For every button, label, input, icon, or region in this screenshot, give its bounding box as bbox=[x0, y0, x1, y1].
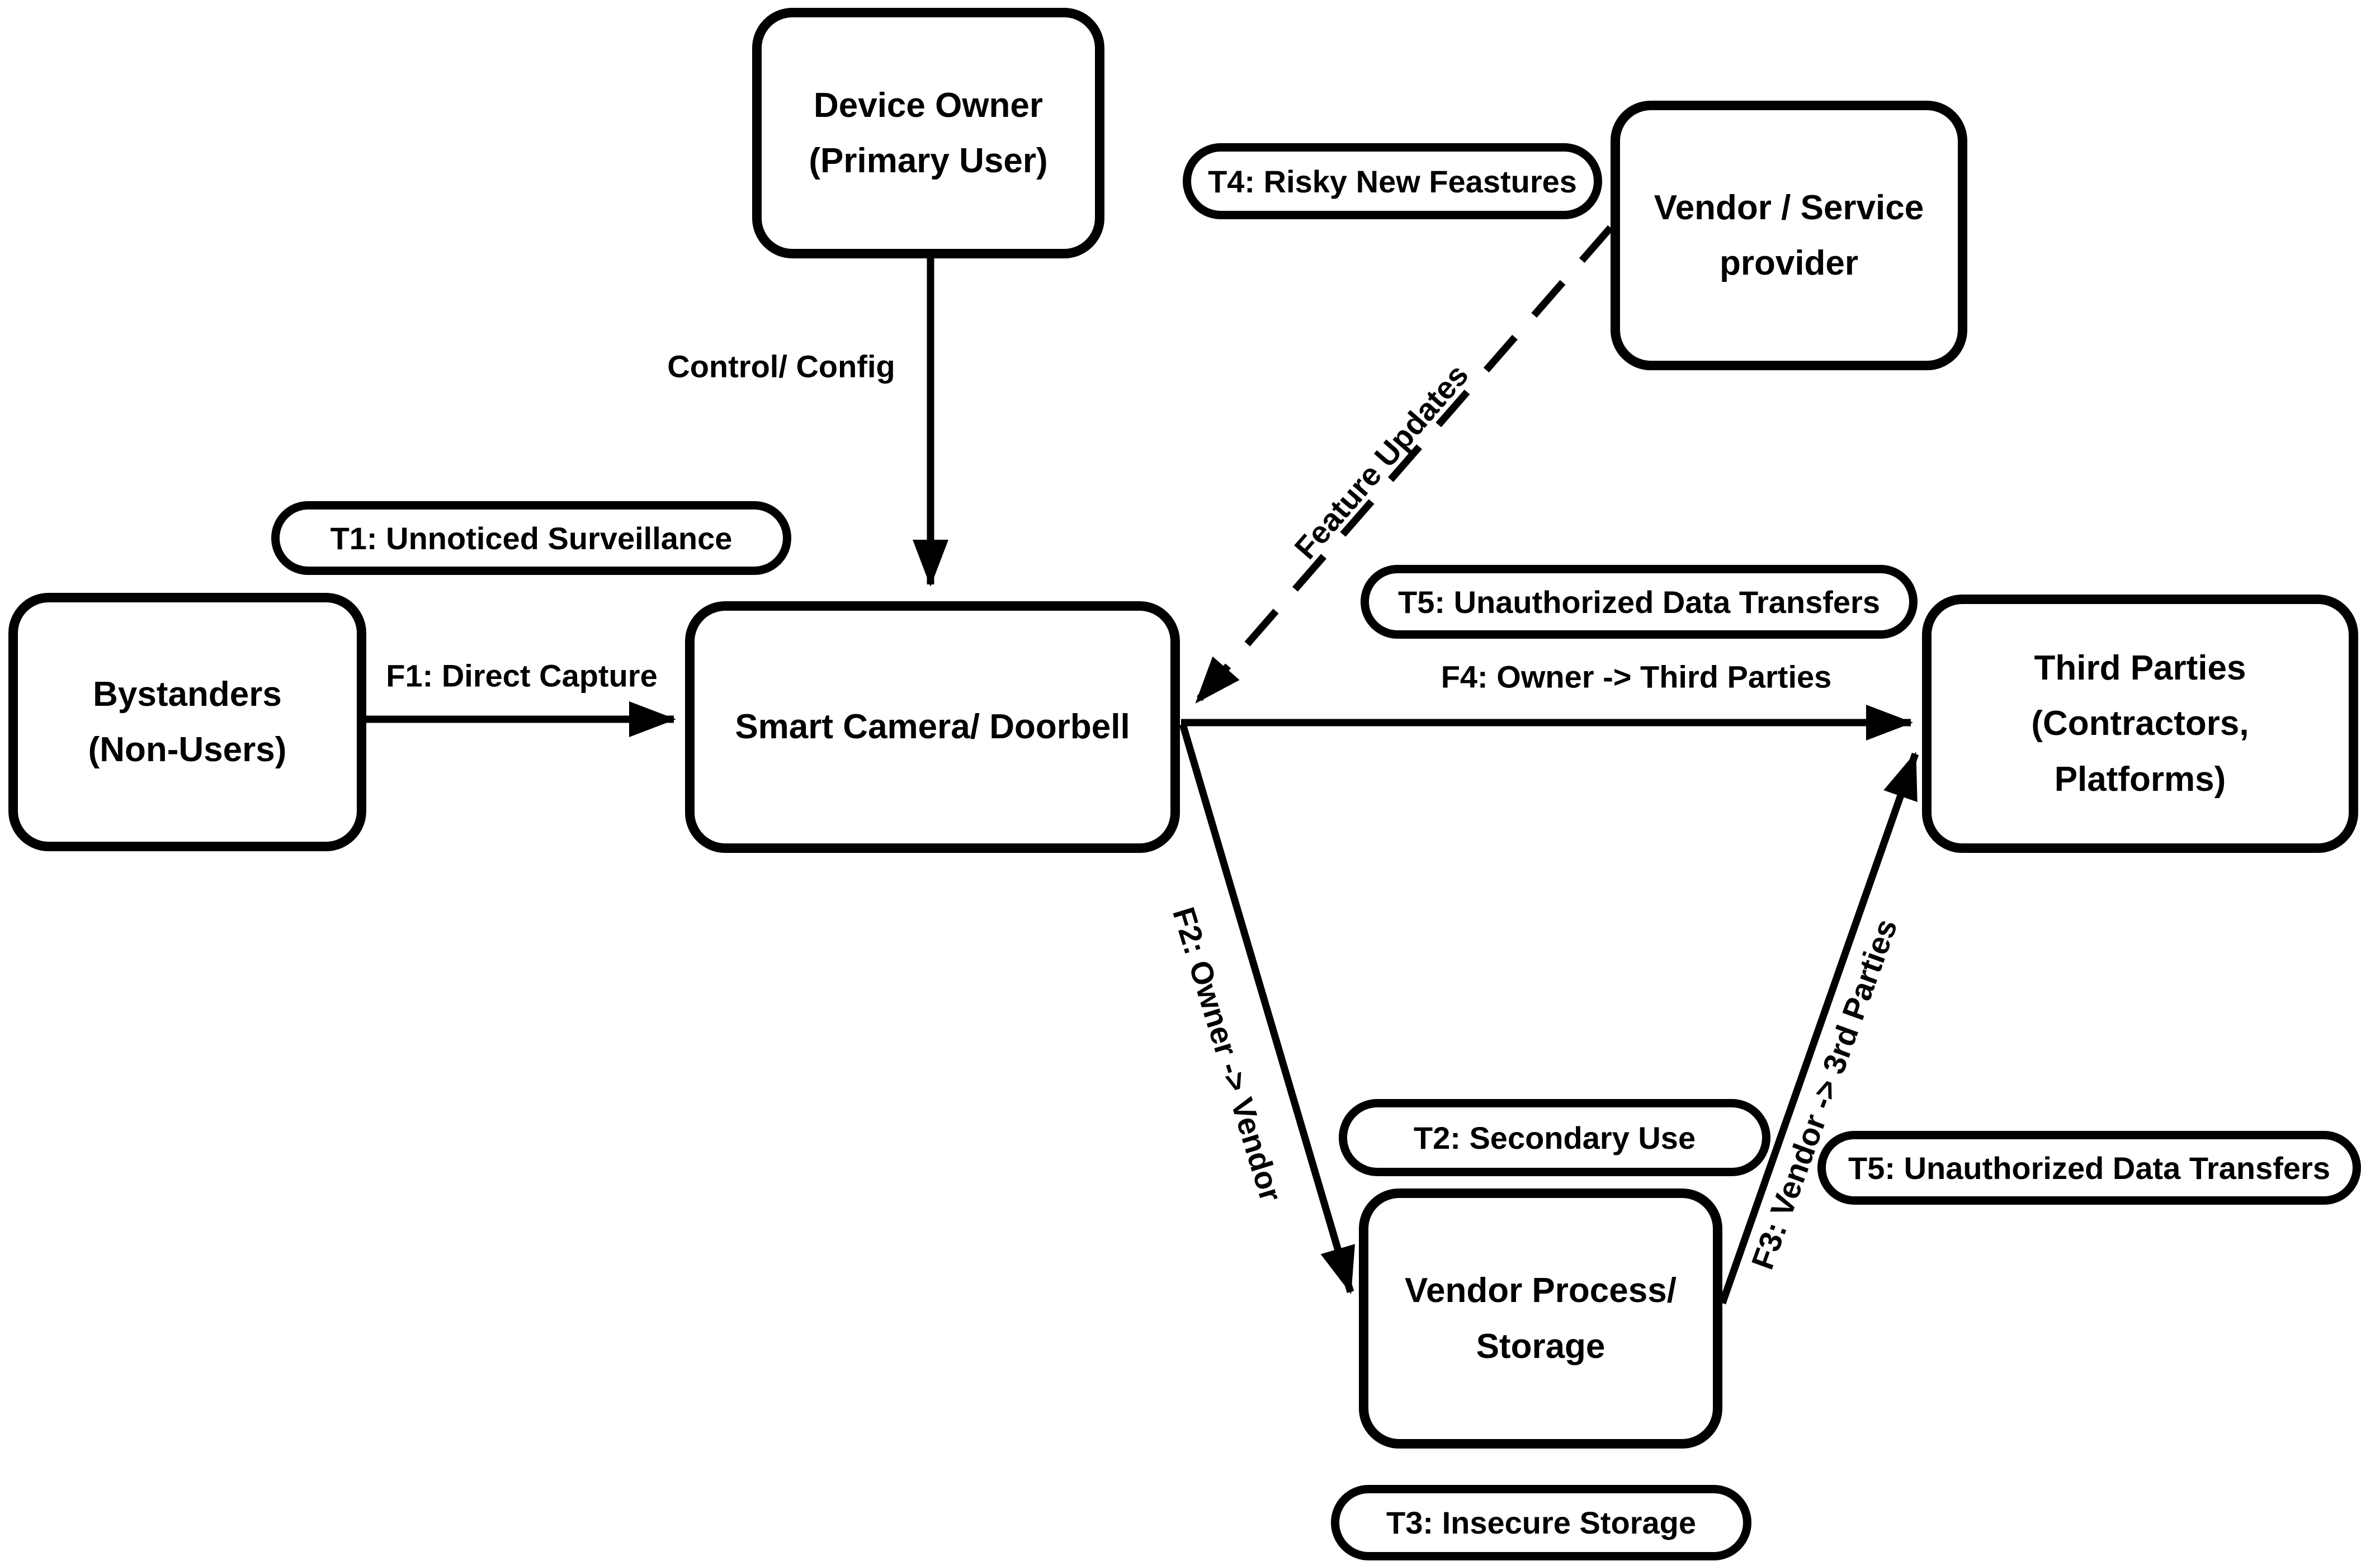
threat-t5-unauthorized-data-transfers-top: T5: Unauthorized Data Transfers bbox=[1361, 565, 1918, 639]
node-vendor-process-label-line1: Vendor Process/ bbox=[1405, 1271, 1677, 1310]
node-third-parties-label-line2: (Contractors, bbox=[2031, 704, 2249, 743]
threat-t4-label: T4: Risky New Feastures bbox=[1208, 163, 1577, 199]
flow-label-f4-owner-third-parties: F4: Owner -> Third Parties bbox=[1441, 659, 1832, 695]
node-bystanders-label-line1: Bystanders bbox=[93, 674, 282, 714]
node-third-parties-label-line3: Platforms) bbox=[2054, 760, 2226, 799]
node-smart-camera-label: Smart Camera/ Doorbell bbox=[735, 707, 1130, 747]
f2-arrow bbox=[1179, 723, 1356, 1294]
f3-arrow bbox=[1718, 752, 1919, 1305]
node-third-parties-label-line1: Third Parties bbox=[2034, 649, 2246, 688]
node-bystanders: Bystanders (Non-Users) bbox=[8, 593, 366, 851]
threat-t3-insecure-storage: T3: Insecure Storage bbox=[1331, 1485, 1751, 1560]
flow-label-f1-direct-capture: F1: Direct Capture bbox=[386, 658, 658, 694]
threat-t2-label: T2: Secondary Use bbox=[1413, 1120, 1696, 1155]
threat-t5-unauthorized-data-transfers-bottom: T5: Unauthorized Data Transfers bbox=[1817, 1131, 2361, 1205]
threat-t5-bottom-label: T5: Unauthorized Data Transfers bbox=[1848, 1150, 2330, 1186]
node-vendor-process-label-line2: Storage bbox=[1476, 1327, 1605, 1366]
node-vendor-service-provider: Vendor / Service provider bbox=[1611, 101, 1967, 370]
threat-t5-top-label: T5: Unauthorized Data Transfers bbox=[1398, 584, 1880, 620]
feature-updates-arrow bbox=[1194, 225, 1613, 705]
threat-t2-secondary-use: T2: Secondary Use bbox=[1339, 1099, 1770, 1176]
node-third-parties: Third Parties (Contractors, Platforms) bbox=[1922, 595, 2358, 853]
node-device-owner-label-line2: (Primary User) bbox=[809, 141, 1048, 180]
node-vendor-process-storage: Vendor Process/ Storage bbox=[1359, 1188, 1722, 1449]
node-device-owner: Device Owner (Primary User) bbox=[752, 8, 1104, 258]
node-vendor-label-line1: Vendor / Service bbox=[1654, 188, 1924, 227]
node-smart-camera-doorbell: Smart Camera/ Doorbell bbox=[685, 601, 1180, 853]
threat-t1-label: T1: Unnoticed Surveillance bbox=[330, 520, 733, 556]
node-device-owner-label-line1: Device Owner bbox=[813, 86, 1043, 125]
node-vendor-label-line2: provider bbox=[1719, 244, 1859, 282]
flow-label-control-config: Control/ Config bbox=[667, 348, 895, 384]
threat-t4-risky-new-features: T4: Risky New Feastures bbox=[1183, 143, 1602, 219]
node-bystanders-label-line2: (Non-Users) bbox=[88, 730, 287, 769]
threat-t1-unnoticed-surveillance: T1: Unnoticed Surveillance bbox=[271, 501, 791, 575]
threat-t3-label: T3: Insecure Storage bbox=[1386, 1505, 1696, 1540]
